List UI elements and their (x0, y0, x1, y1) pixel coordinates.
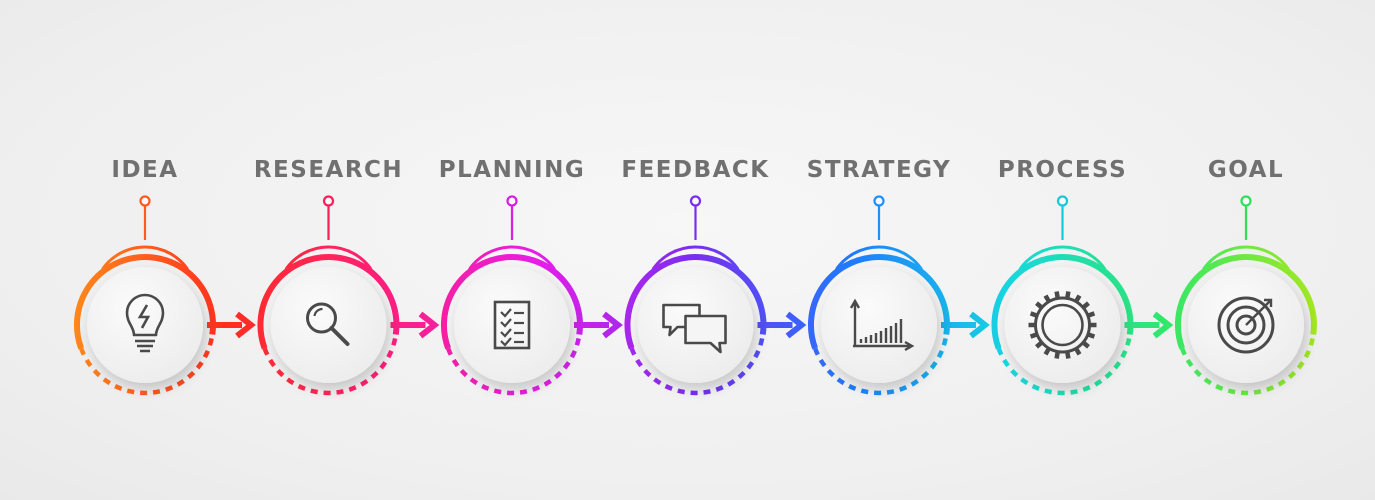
cap-arc (468, 245, 556, 271)
ring-solid-arc (624, 253, 767, 350)
step-label: FEEDBACK (621, 157, 769, 183)
cap-arc (284, 245, 373, 271)
pin-dot (506, 195, 518, 207)
pin-dot (139, 195, 151, 207)
gear-icon (1028, 291, 1097, 359)
step-goal: GOAL (1175, 157, 1317, 396)
ring-solid-arc (74, 253, 216, 350)
bar-chart-icon (849, 298, 915, 352)
step-strategy: STRATEGY (807, 157, 951, 396)
magnifier-icon (306, 302, 350, 346)
cap-arc (835, 245, 923, 271)
pin-dot (1056, 195, 1069, 207)
cap-arc (1018, 245, 1107, 271)
step-label: IDEA (111, 157, 178, 183)
lightbulb-icon (125, 293, 165, 353)
chat-bubbles-icon (662, 303, 727, 354)
step-process: PROCESS (991, 157, 1134, 396)
pin-dot (873, 195, 885, 207)
step-idea: IDEA (74, 157, 216, 396)
step-label: STRATEGY (807, 157, 951, 183)
checklist-icon (493, 300, 531, 350)
ring-solid-arc (808, 253, 950, 350)
ring-solid-arc (257, 253, 400, 350)
step-label: GOAL (1208, 157, 1284, 183)
cap-arc (1202, 245, 1290, 271)
ring-solid-arc (441, 253, 583, 350)
pin-dot (1240, 195, 1252, 207)
step-label: RESEARCH (254, 157, 403, 183)
ring-solid-arc (1175, 253, 1317, 350)
step-label: PROCESS (998, 157, 1127, 183)
target-icon (1217, 296, 1275, 354)
step-research: RESEARCH (254, 157, 403, 396)
step-disc (821, 267, 937, 383)
step-feedback: FEEDBACK (621, 157, 769, 396)
ring-solid-arc (991, 253, 1134, 350)
cap-arc (651, 245, 740, 271)
pin-dot (689, 195, 702, 207)
pin-dot (322, 195, 335, 207)
step-label: PLANNING (439, 157, 586, 183)
cap-arc (101, 245, 189, 271)
step-disc (454, 267, 570, 383)
step-planning: PLANNING (439, 157, 586, 396)
step-disc (1004, 267, 1121, 383)
step-disc (270, 267, 387, 383)
